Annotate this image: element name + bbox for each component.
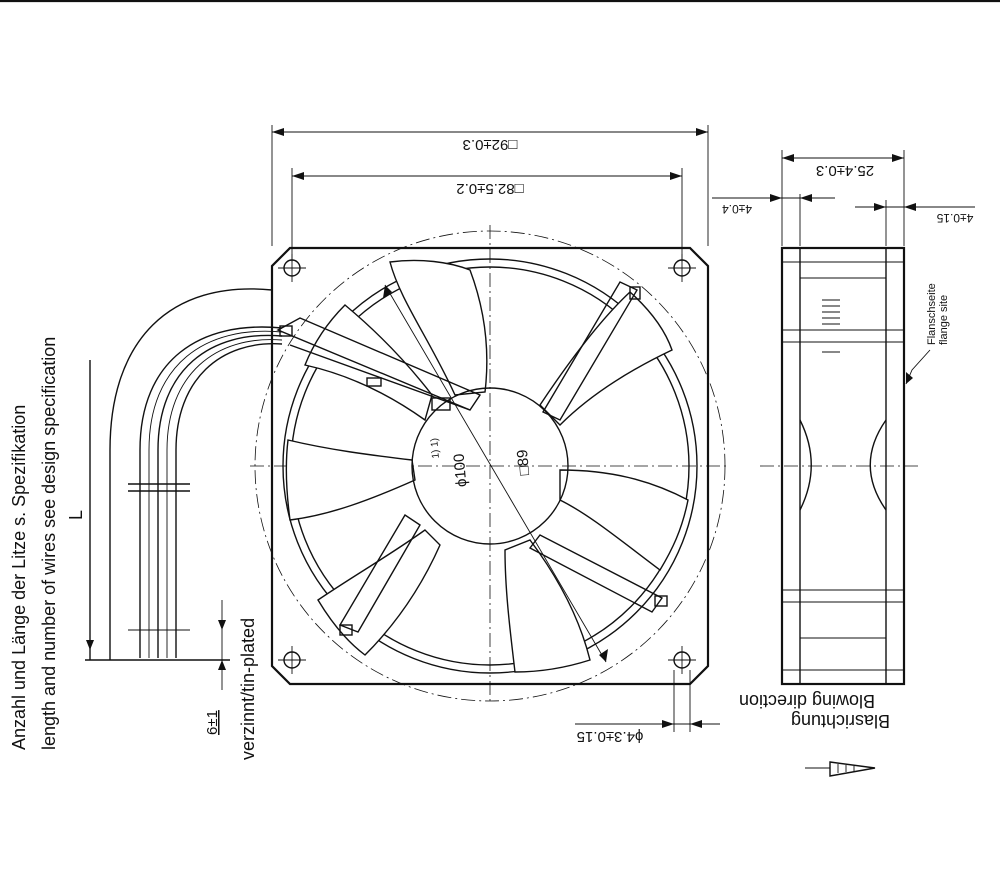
flange-note: Flanschseite flange site <box>905 283 950 385</box>
support-struts <box>276 281 668 636</box>
blow-en-label: Blowing direction <box>739 691 875 711</box>
tolerance-mark: 1) 1) <box>429 437 442 458</box>
flange-top-label: 4±0.4 <box>722 202 752 216</box>
side-view <box>760 246 920 686</box>
blow-de-label: Blasrichtung <box>791 711 890 731</box>
tin-plated-label: verzinnt/tin-plated <box>238 618 258 760</box>
flange-right-label: 4±0.15 <box>936 211 973 225</box>
hole-label: ϕ4.3±0.15 <box>577 728 644 745</box>
hub-square-label: □89 <box>514 449 533 476</box>
depth-label: 25.4±0.3 <box>816 162 874 179</box>
flange-de-label: Flanschseite <box>926 283 938 345</box>
diameter-label: ϕ100 <box>451 453 471 488</box>
wires-de-label: Anzahl und Länge der Litze s. Spezifikat… <box>9 405 29 750</box>
flange-en-label: flange site <box>938 295 950 345</box>
motor-hub <box>411 387 569 545</box>
front-view: ϕ100 □89 1) 1) <box>250 225 730 705</box>
blow-direction-note: Blasrichtung Blowing direction <box>739 691 890 777</box>
fan-blades <box>285 259 689 673</box>
hole-dimension: ϕ4.3±0.15 <box>575 670 720 745</box>
diameter-line <box>384 284 607 663</box>
width-dimensions: □92±0.3 □82.5±0.2 <box>271 125 709 262</box>
hub-connector <box>431 397 451 411</box>
length-label: L <box>66 510 86 520</box>
strip-label: 6±1 <box>204 710 221 735</box>
blow-arrow-icon <box>805 761 876 777</box>
wires-en-label: length and number of wires see design sp… <box>39 337 59 750</box>
width-inner-label: □82.5±0.2 <box>456 180 523 197</box>
width-outer-label: □92±0.3 <box>463 136 518 153</box>
side-dimensions: 25.4±0.3 4±0.4 4±0.15 <box>712 150 975 246</box>
lead-wires <box>85 288 283 690</box>
